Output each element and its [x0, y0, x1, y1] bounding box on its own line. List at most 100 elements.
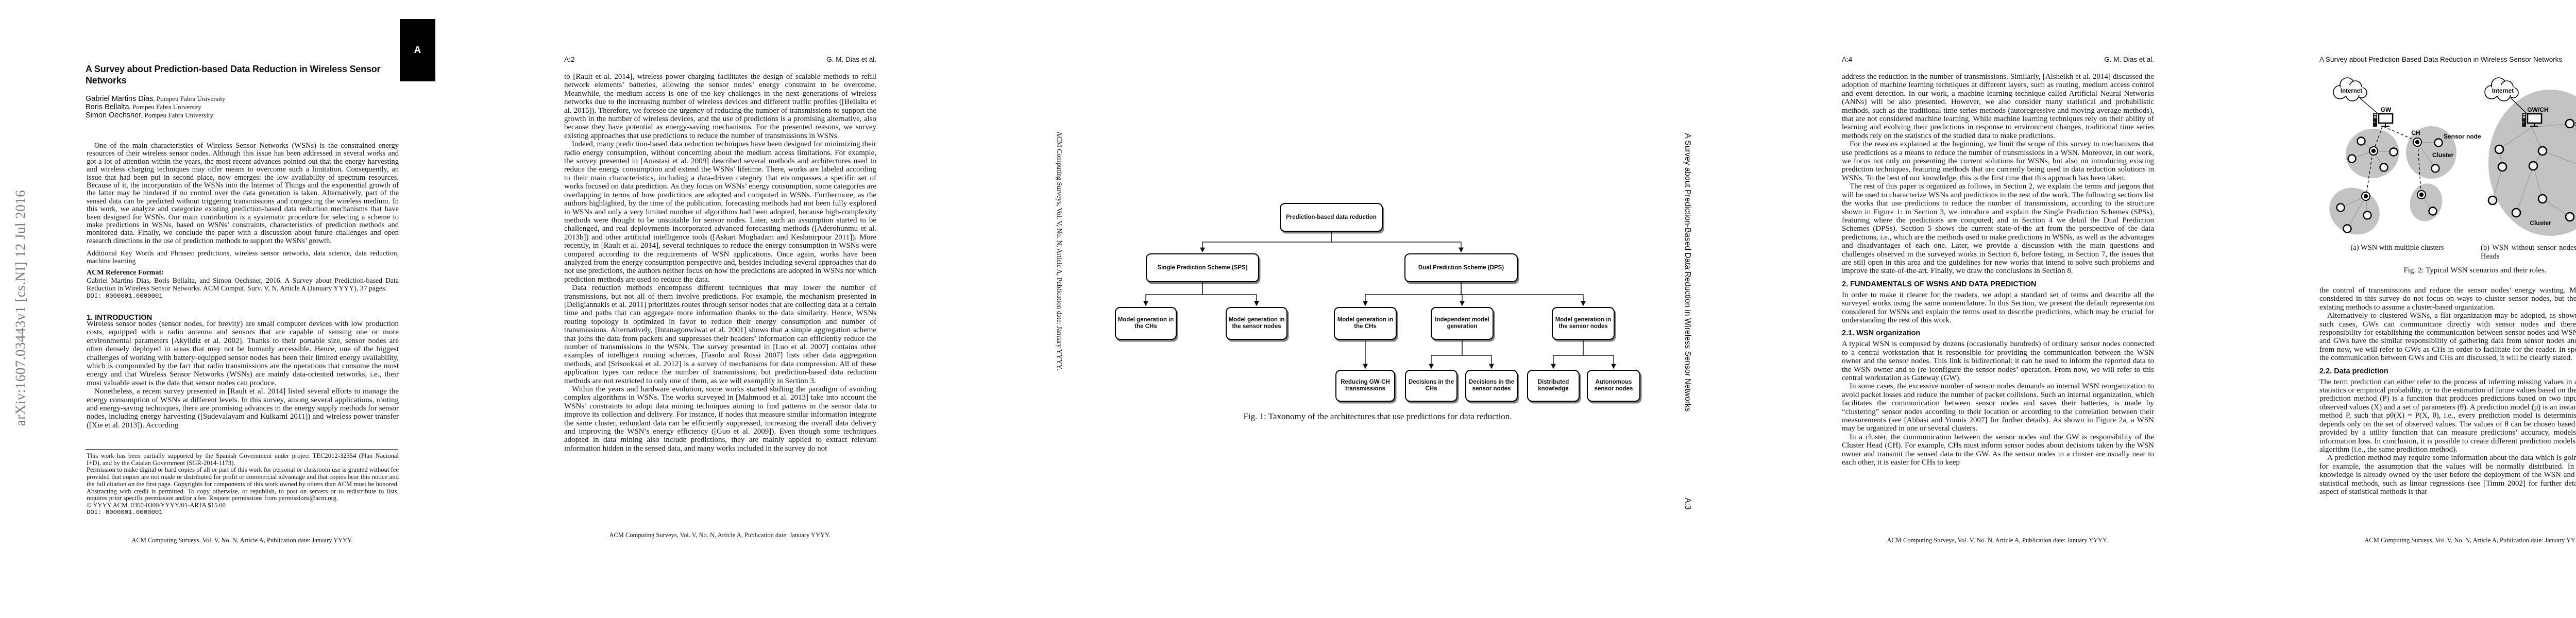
- author-name: Gabriel Martins Dias: [86, 95, 154, 103]
- figure-1-caption: Fig. 1: Taxonomy of the architectures th…: [1243, 411, 1512, 421]
- taxonomy-node-sps: Single Prediction Scheme (SPS): [1146, 253, 1259, 282]
- running-head-authors: G. M. Dias et al.: [826, 56, 876, 63]
- paragraph: to [Rault et al. 2014], wireless power c…: [564, 73, 876, 140]
- page-3-rotated-figure-page: ACM Computing Surveys, Vol. V, No. N, Ar…: [955, 0, 1755, 618]
- taxonomy-node-decisions-chs: Decisions in the CHs: [1405, 370, 1458, 402]
- keywords: Additional Key Words and Phrases: predic…: [87, 249, 399, 265]
- paragraph: In a cluster, the communication between …: [1842, 433, 2154, 467]
- taxonomy-node-dps-model-sensor-nodes: Model generation in the sensor nodes: [1552, 307, 1615, 340]
- taxonomy-node-autonomous-sensor-nodes: Autonomous sensor nodes: [1587, 370, 1640, 402]
- footnote-support: This work has been partially supported b…: [87, 452, 399, 467]
- section-heading: 1. INTRODUCTION: [87, 314, 152, 322]
- footnote-copyright: © YYYY ACM. 0360-0300/YYYY/01-ARTA $15.0…: [87, 501, 226, 509]
- author-affiliation: , Pompeu Fabra University: [129, 103, 201, 111]
- running-head: A:2 G. M. Dias et al.: [564, 56, 876, 63]
- gwch-label: GW/CH: [2527, 106, 2548, 113]
- cluster-label-a: Cluster: [2432, 151, 2454, 159]
- page-1-title-page: arXiv:1607.03443v1 [cs.NI] 12 Jul 2016 A…: [0, 0, 478, 618]
- taxonomy-node-distributed-knowledge: Distributed knowledge: [1527, 370, 1580, 402]
- paragraph: A prediction method may require some inf…: [2319, 454, 2576, 496]
- paragraph: Wireless sensor nodes (sensor nodes, for…: [87, 320, 399, 387]
- running-head-authors: G. M. Dias et al.: [2104, 56, 2154, 63]
- cluster-label-b: Cluster: [2530, 219, 2551, 227]
- internet-cloud-icon-b: Internet: [2484, 77, 2519, 101]
- taxonomy-node-independent-model: Independent model generation: [1431, 307, 1494, 340]
- author-affiliation: , Pompeu Fabra University: [141, 111, 214, 119]
- acm-reference-format: ACM Reference Format: Gabriel Martins Di…: [87, 268, 399, 300]
- subsection-heading: 2.2. Data prediction: [2319, 367, 2388, 375]
- article-corner-badge: A: [400, 19, 435, 81]
- article-corner-letter: A: [414, 44, 421, 56]
- running-head-page-number: A:4: [1842, 56, 1853, 63]
- paragraph: Nonetheless, a recent survey presented i…: [87, 387, 399, 430]
- sensor-node-label-b: Sensor node: [2575, 121, 2576, 128]
- section-heading: 2. FUNDAMENTALS OF WSNS AND DATA PREDICT…: [1842, 280, 2037, 288]
- acm-ref-heading: ACM Reference Format:: [87, 269, 164, 277]
- paragraph: address the reduction in the number of t…: [1842, 73, 2154, 140]
- footnote-rule: [86, 449, 398, 450]
- author-affiliation: , Pompeu Fabra University: [153, 95, 226, 102]
- taxonomy-node-decisions-sensor-nodes: Decisions in the sensor nodes: [1465, 370, 1518, 402]
- internet-label-a: Internet: [2341, 88, 2362, 94]
- internet-cloud-icon-a: Internet: [2333, 77, 2367, 101]
- author-block: Gabriel Martins Dias, Pompeu Fabra Unive…: [86, 95, 398, 119]
- footnote-permission: Permission to make digital or hard copie…: [87, 466, 399, 502]
- taxonomy-node-reducing-gwch: Reducing GW-CH transmissions: [1335, 370, 1395, 402]
- page-footer: ACM Computing Surveys, Vol. V, No. N, Ar…: [1887, 537, 2108, 544]
- paragraph: the control of transmissions and reduce …: [2319, 286, 2576, 312]
- paragraph: In some cases, the excessive number of s…: [1842, 382, 2154, 433]
- paragraph: The term prediction can either refer to …: [2319, 377, 2576, 454]
- gateway-cluster-head-computer-icon-b: GW/CH: [2522, 106, 2549, 127]
- paragraph: In order to make it clearer for the read…: [1842, 290, 2154, 324]
- keywords-text: Additional Key Words and Phrases: predic…: [87, 249, 399, 265]
- author-line: Simon Oechsner, Pompeu Fabra University: [86, 111, 398, 119]
- gw-label: GW: [2381, 106, 2392, 113]
- sensor-nodes-a: [2336, 136, 2443, 233]
- paragraph: The rest of this paper is organized as f…: [1842, 182, 2154, 276]
- paragraph: A typical WSN is composed by dozens (occ…: [1842, 340, 2154, 382]
- author-line: Gabriel Martins Dias, Pompeu Fabra Unive…: [86, 95, 398, 103]
- cluster-head-nodes-a: [2361, 138, 2426, 201]
- abstract: One of the main characteristics of Wirel…: [87, 142, 399, 245]
- sensor-nodes-b: [2487, 118, 2575, 222]
- running-head-title: A Survey about Prediction-Based Data Red…: [2319, 56, 2563, 63]
- paragraph: Indeed, many prediction-based data reduc…: [564, 140, 876, 284]
- arxiv-watermark: arXiv:1607.03443v1 [cs.NI] 12 Jul 2016: [12, 190, 28, 426]
- acm-ref-text: Gabriel Martins Dias, Boris Bellalta, an…: [87, 277, 399, 293]
- acm-ref-doi: DOI: 0000001.0000001: [87, 292, 163, 300]
- paper-title: A Survey about Prediction-based Data Red…: [86, 64, 381, 85]
- figure-2-wsn-diagrams: Internet Internet GW: [2329, 77, 2576, 236]
- internet-label-b: Internet: [2492, 88, 2514, 94]
- taxonomy-node-dps: Dual Prediction Scheme (DPS): [1404, 253, 1518, 282]
- paragraph: Alternatively to clustered WSNs, a flat …: [2319, 312, 2576, 363]
- page-footer: ACM Computing Surveys, Vol. V, No. N, Ar…: [2364, 537, 2576, 544]
- page-5: A Survey about Prediction-Based Data Red…: [2233, 0, 2576, 618]
- abstract-text: One of the main characteristics of Wirel…: [87, 142, 399, 245]
- subfigure-b-caption: (b) WSN without sensor nodes acting as C…: [2481, 244, 2576, 261]
- cloud-gw-link-b: [2511, 98, 2528, 114]
- paragraph: Within the years and hardware evolution,…: [564, 385, 876, 453]
- page-5-body: the control of transmissions and reduce …: [2319, 286, 2576, 496]
- subsection-heading: 2.1. WSN organization: [1842, 329, 1921, 338]
- author-name: Boris Bellalta: [86, 103, 129, 111]
- paragraph: For the reasons explained at the beginni…: [1842, 140, 2154, 182]
- introduction-body: Wireless sensor nodes (sensor nodes, for…: [87, 320, 399, 430]
- taxonomy-node-root: Prediction-based data reduction: [1280, 203, 1383, 232]
- footnote-block: This work has been partially supported b…: [87, 452, 399, 516]
- running-head: A:4 G. M. Dias et al.: [1842, 56, 2154, 63]
- taxonomy-node-sps-model-chs: Model generation in the CHs: [1115, 307, 1177, 340]
- figure-2-caption: Fig. 2: Typical WSN scenarios and their …: [2403, 266, 2547, 274]
- gateway-dashed-links: [2366, 126, 2421, 195]
- ch-label: CH: [2411, 129, 2420, 136]
- running-head: A Survey about Prediction-Based Data Red…: [2319, 56, 2576, 63]
- author-line: Boris Bellalta, Pompeu Fabra University: [86, 103, 398, 111]
- footnote-doi: DOI: 0000001.0000001: [87, 508, 163, 516]
- taxonomy-node-dps-model-chs: Model generation in the CHs: [1334, 307, 1397, 340]
- page-2: A:2 G. M. Dias et al. to [Rault et al. 2…: [478, 0, 955, 618]
- running-head-page-number: A:2: [564, 56, 575, 63]
- author-name: Simon Oechsner: [86, 111, 141, 119]
- page-footer: ACM Computing Surveys, Vol. V, No. N, Ar…: [131, 537, 353, 544]
- cloud-gw-link-a: [2360, 98, 2379, 114]
- paragraph: Data reduction methods encompass differe…: [564, 284, 876, 385]
